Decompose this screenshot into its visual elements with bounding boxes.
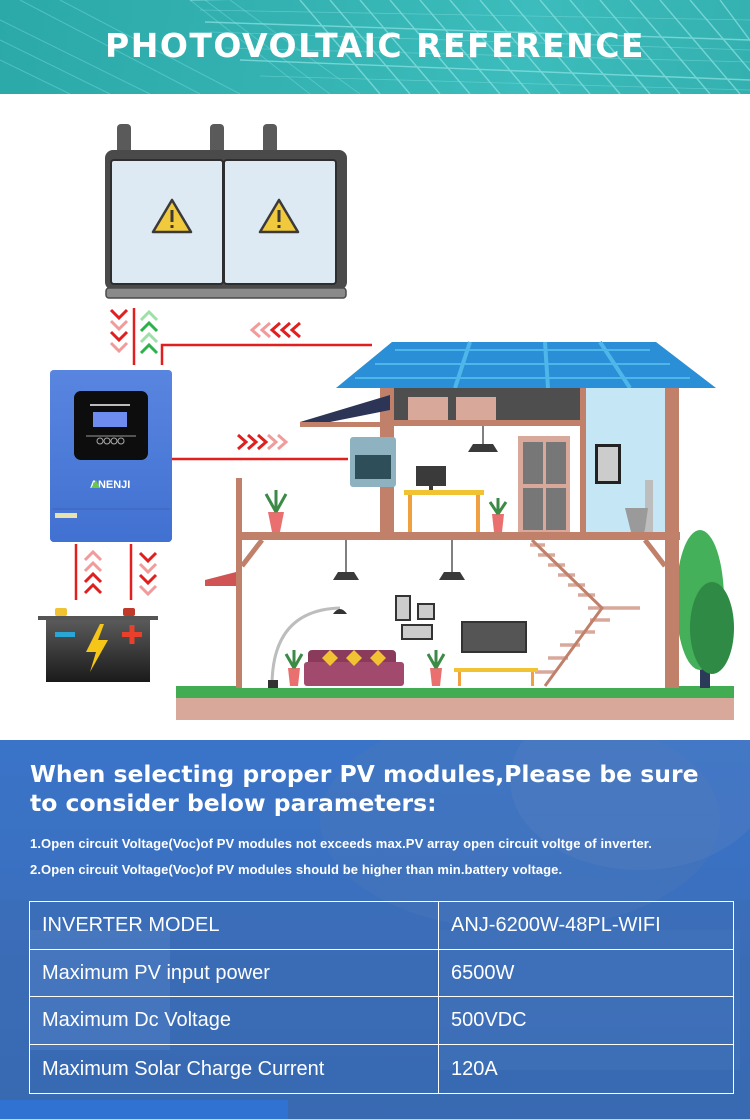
solar-panel-background xyxy=(0,0,750,94)
page-title: PHOTOVOLTAIC REFERENCE xyxy=(105,26,645,65)
warning-icon xyxy=(258,198,300,234)
inverter-brand-logo: ANENJI xyxy=(90,479,130,491)
specs-section: When selecting proper PV modules,Please … xyxy=(0,740,750,1119)
house-illustration xyxy=(176,340,734,720)
specs-note-2: 2.Open circuit Voltage(Voc)of PV modules… xyxy=(30,862,563,877)
battery-illustration xyxy=(38,608,158,682)
system-diagram: ANENJI xyxy=(0,94,750,740)
table-row: Maximum Dc Voltage 500VDC xyxy=(29,996,734,1045)
inverter-illustration: ANENJI xyxy=(50,370,172,542)
spec-key: Maximum Solar Charge Current xyxy=(29,1044,439,1094)
spec-value: 120A xyxy=(438,1044,734,1094)
spec-key: INVERTER MODEL xyxy=(29,901,439,950)
lightning-icon xyxy=(86,624,108,672)
transformer-illustration xyxy=(105,124,347,299)
spec-table: INVERTER MODEL ANJ-6200W-48PL-WIFI Maxim… xyxy=(29,901,734,1094)
inverter-house-flow xyxy=(172,433,348,461)
warning-icon xyxy=(151,198,193,234)
grid-inverter-flow xyxy=(109,308,372,365)
spec-value: 6500W xyxy=(438,949,734,997)
table-row: Maximum Solar Charge Current 120A xyxy=(29,1044,734,1094)
spec-key: Maximum PV input power xyxy=(29,949,439,997)
header-banner: PHOTOVOLTAIC REFERENCE xyxy=(0,0,750,94)
specs-note-1: 1.Open circuit Voltage(Voc)of PV modules… xyxy=(30,836,652,851)
spec-value: ANJ-6200W-48PL-WIFI xyxy=(438,901,734,950)
spec-key: Maximum Dc Voltage xyxy=(29,996,439,1045)
spec-value: 500VDC xyxy=(438,996,734,1045)
specs-headline: When selecting proper PV modules,Please … xyxy=(30,760,699,817)
plus-icon xyxy=(122,625,142,644)
inverter-battery-flow xyxy=(74,544,158,600)
minus-icon xyxy=(55,632,75,637)
table-row: INVERTER MODEL ANJ-6200W-48PL-WIFI xyxy=(29,901,734,950)
table-row: Maximum PV input power 6500W xyxy=(29,949,734,997)
